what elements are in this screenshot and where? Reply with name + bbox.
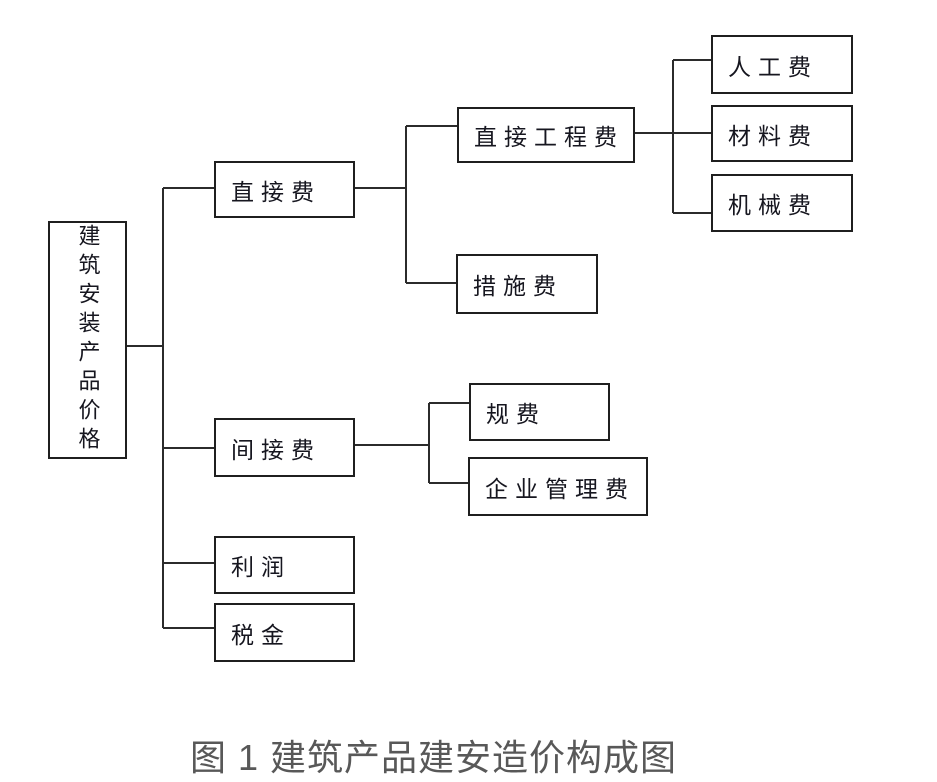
node-machinery-fee: 机械费 xyxy=(711,174,853,232)
node-tax: 税金 xyxy=(214,603,355,662)
node-building-installation-product-price: 建筑安装产品价格 xyxy=(48,221,127,459)
node-direct-fee: 直接费 xyxy=(214,161,355,218)
figure-caption: 图 1 建筑产品建安造价构成图 xyxy=(190,737,678,778)
node-profit: 利润 xyxy=(214,536,355,594)
node-labor-fee: 人工费 xyxy=(711,35,853,94)
node-regulation-fee: 规费 xyxy=(469,383,610,441)
node-indirect-fee: 间接费 xyxy=(214,418,355,477)
node-enterprise-management-fee: 企业管理费 xyxy=(468,457,648,516)
node-material-fee: 材料费 xyxy=(711,105,853,162)
node-measure-fee: 措施费 xyxy=(456,254,598,314)
node-direct-engineering-fee: 直接工程费 xyxy=(457,107,635,163)
